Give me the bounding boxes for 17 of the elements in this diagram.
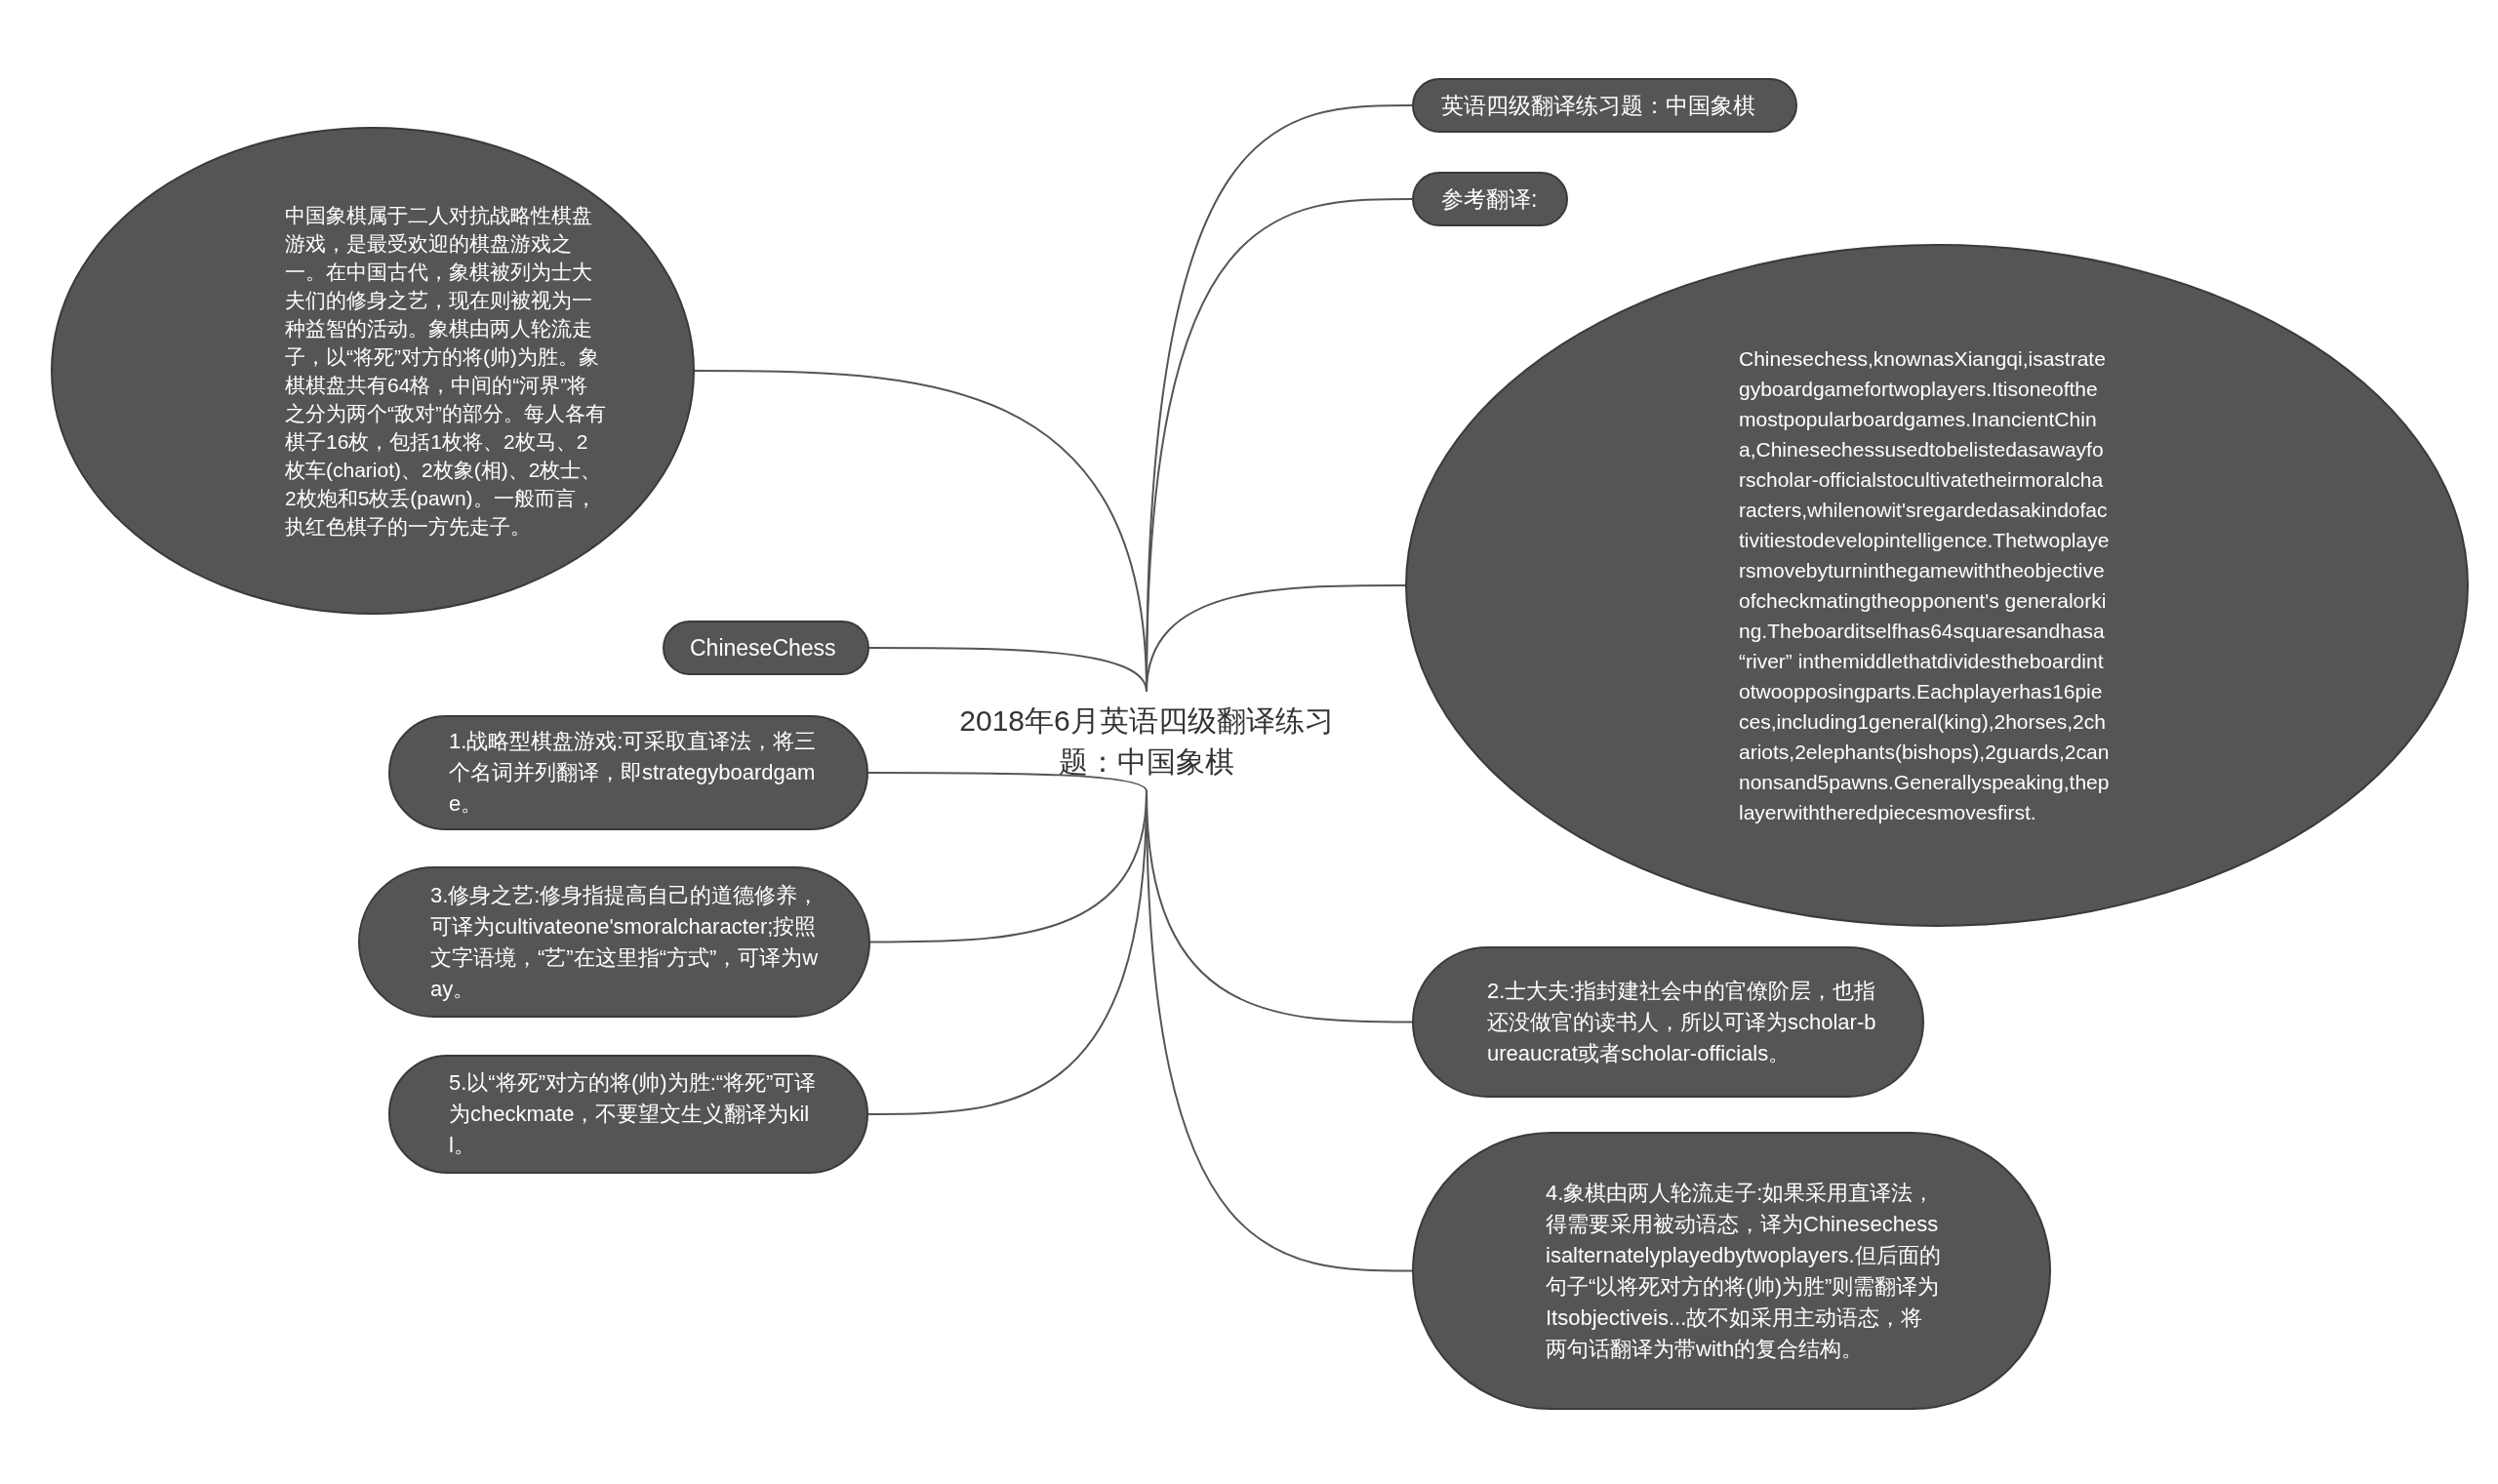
connector-line (867, 790, 1148, 1115)
central-topic: 2018年6月英语四级翻译练习题：中国象棋 (951, 688, 1342, 795)
topic-pill (663, 621, 869, 675)
topic-text: 5.以“将死”对方的将(帅)为胜:“将死”可译为checkmate，不要望文生义翻译为kill。 (449, 1069, 818, 1159)
topic-text: 4.象棋由两人轮流走子:如果采用直译法，得需要采用被动语态，译为Chinesechessisalternatelyplayedbytwoplayers.但后面的句子“以将死对方的将(帅)为胜”则需翻译为Itsobjectiveis...故不如采用主动语态，将两句话翻译为带with的复合结构。 (1546, 1179, 1941, 1363)
connector-line (867, 772, 1148, 792)
connector-line (868, 647, 1148, 693)
topic-text: 1.战略型棋盘游戏:可采取直译法，将三个名词并列翻译，即strategyboardgame。 (449, 728, 818, 818)
topic-text: 参考翻译: (1441, 185, 1539, 214)
topic-text: 中国象棋属于二人对抗战略性棋盘游戏，是最受欢迎的棋盘游戏之一。在中国古代，象棋被列为士大夫们的修身之艺，现在则被视为一种益智的活动。象棋由两人轮流走子，以“将死”对方的将(帅)为胜。象棋棋盘共有64格，中间的“河界”将之分为两个“敌对”的部分。每人各有棋子16枚，包括1枚将、2枚马、2枚车(chariot)、2枚象(相)、2枚士、2枚炮和5枚丢(pawn)。一般而言，执红色棋子的一方先走子。 (285, 203, 607, 540)
topic-pill (1412, 172, 1568, 226)
topic-text: 英语四级翻译练习题：中国象棋 (1441, 92, 1756, 120)
topic-text: 2.士大夫:指封建社会中的官僚阶层，也指还没做官的读书人，所以可译为scholar-bureaucrat或者scholar-officials。 (1487, 977, 1877, 1067)
topic-pill (1412, 78, 1797, 133)
topic-text: 3.修身之艺:修身指提高自己的道德修养，可译为cultivateone'smoralcharacter;按照文字语境，“艺”在这里指“方式”，可译为way。 (430, 881, 821, 1003)
topic-text: ChineseChess (690, 634, 837, 662)
topic-text: Chinesechess,knownasXiangqi,isastrategyboardgamefortwoplayers.Itisoneofthemostpopularboardgames.InancientChina,Chinesechessusedtobelistedasawayforscholar-officialstocultivatetheirmoralcharacters,whilenowit'sregardedasakindofactivitiestodevelopintelligence.Thetwoplayersmovebyturninthegamewiththeobjectiveofcheckmatingtheopponent's generalorking.Theboarditselfhas64squaresandhasa “river” inthemiddlethatdividestheboardintotwoopposingparts.Eachplayerhas16pieces,including1general(king),2horses,2chariots,2elephants(bishops),2guards,2cannonsand5pawns.Generallyspeaking,theplayerwiththeredpiecesmovesfirst. (1739, 346, 2110, 825)
